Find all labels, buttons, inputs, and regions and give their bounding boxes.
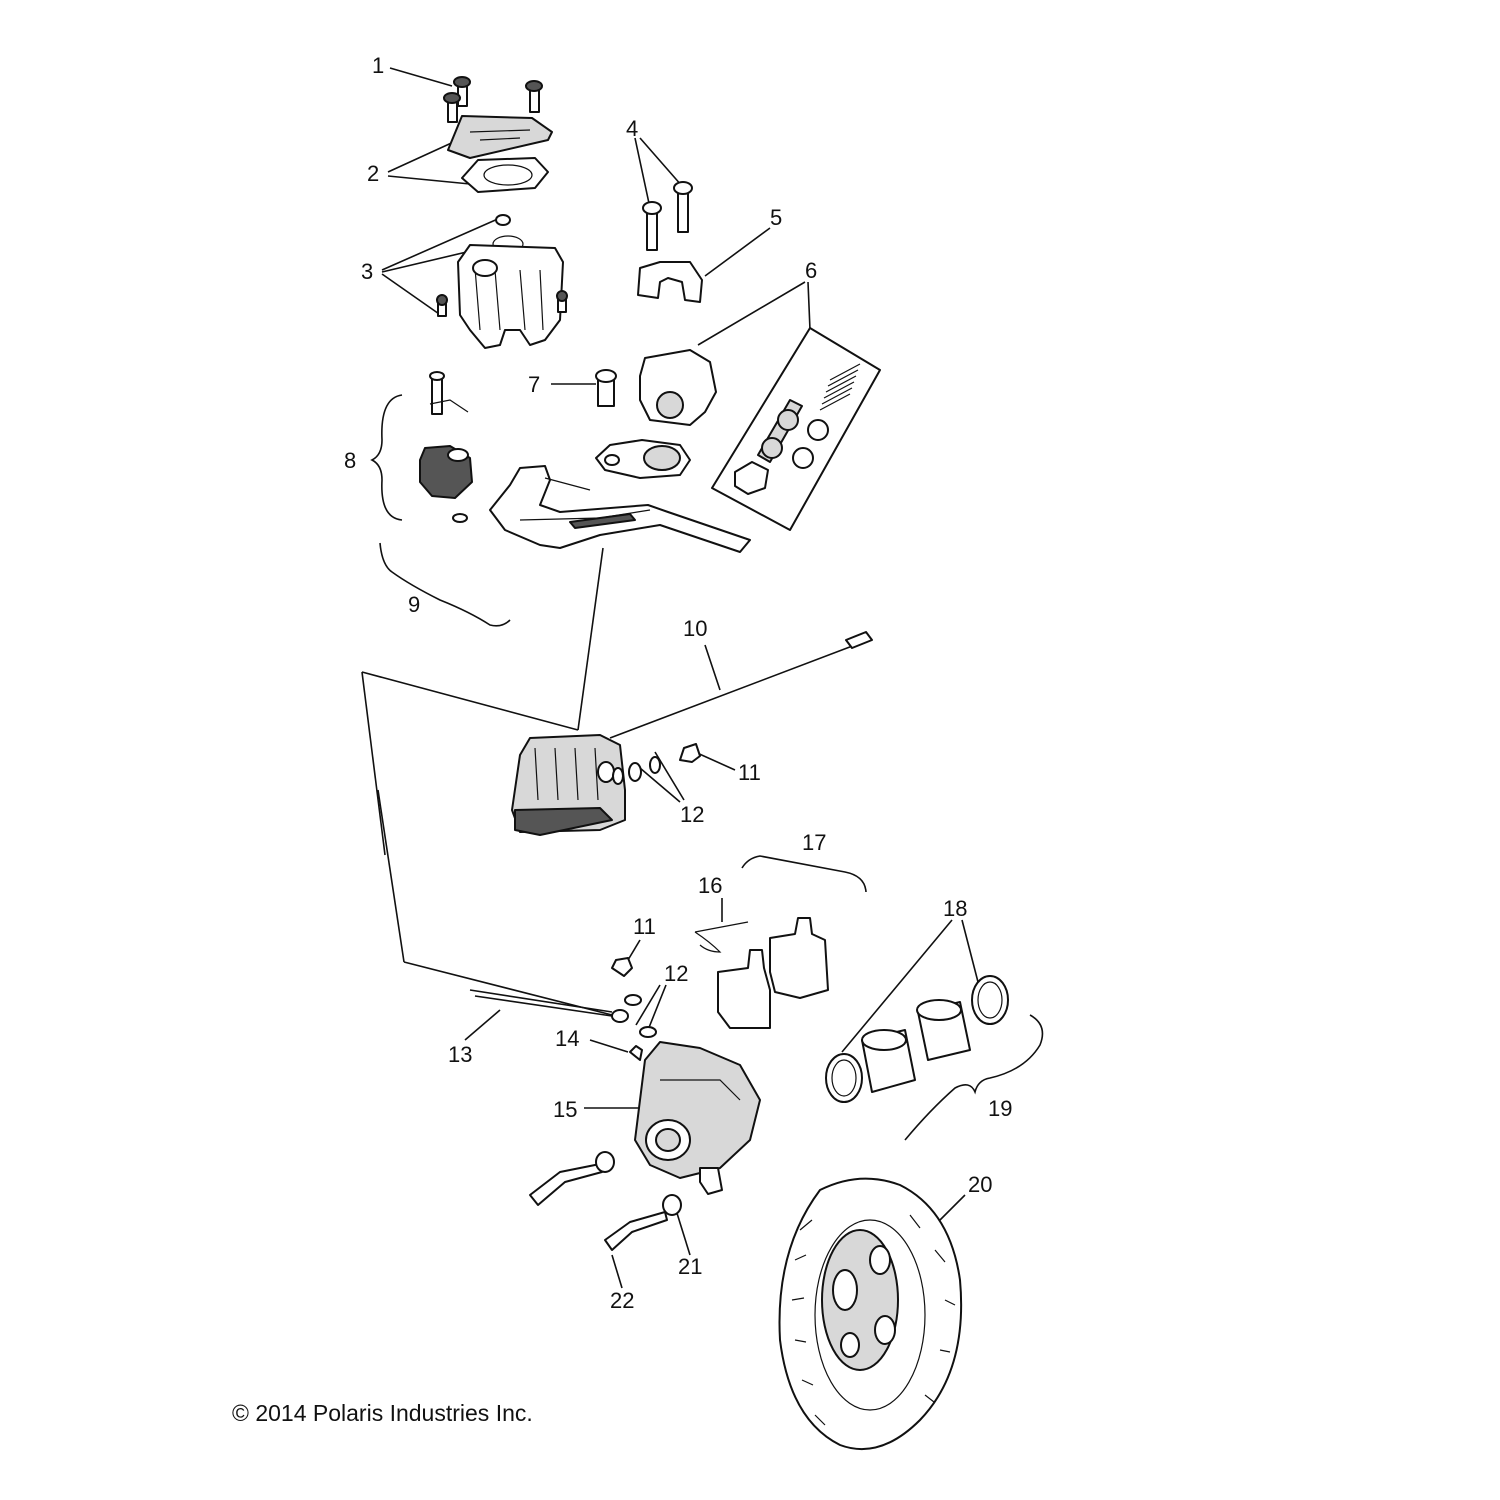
brake-hose-13 [469,989,629,1023]
pistons-seals-18-19 [825,975,1009,1103]
master-cylinder-body-3 [436,214,568,349]
callout-13: 13 [448,1042,472,1067]
pivot-pin-7 [595,369,617,407]
callout-7: 7 [528,372,540,397]
brake-disc-20 [778,1177,963,1451]
callout-5: 5 [770,205,782,230]
brake-switch-wire-10 [609,631,873,739]
brake-lever-9 [489,465,751,553]
callout-19: 19 [988,1096,1012,1121]
callout-labels: 1 2 3 4 5 6 7 8 9 10 11 12 11 12 13 14 1… [344,53,1012,1313]
callout-4: 4 [626,116,638,141]
callout-2: 2 [367,161,379,186]
callout-15: 15 [553,1097,577,1122]
handlebar-clamp-5 [637,261,703,303]
brake-pads-17 [717,917,829,1029]
banjo-bolt-washers-11-12 [612,743,701,785]
lever-housing-6 [595,349,717,479]
caliper-lower-hardware [611,957,657,1038]
mounting-bolts-21-22 [529,1151,682,1251]
seal-kit-box-6 [711,327,881,531]
pad-pin-16 [694,921,749,953]
callout-8: 8 [344,448,356,473]
callout-6: 6 [805,258,817,283]
clamp-screws-4 [642,181,693,251]
callout-18: 18 [943,896,967,921]
callout-10: 10 [683,616,707,641]
callout-12-lower: 12 [664,961,688,986]
callout-20: 20 [968,1172,992,1197]
callout-21: 21 [678,1254,702,1279]
callout-22: 22 [610,1288,634,1313]
copyright-notice: © 2014 Polaris Industries Inc. [232,1400,533,1426]
parking-lock-8 [419,371,473,523]
callout-17: 17 [802,830,826,855]
reservoir-cover-2 [447,115,553,193]
callout-16: 16 [698,873,722,898]
caliper-15 [629,1041,761,1195]
screws-1 [443,76,543,123]
callout-3: 3 [361,259,373,284]
callout-12: 12 [680,802,704,827]
callout-14: 14 [555,1026,579,1051]
callout-9: 9 [408,592,420,617]
callout-11: 11 [738,760,761,785]
callout-11-lower: 11 [633,914,656,939]
callout-1: 1 [372,53,384,78]
master-cylinder-assembly [511,734,626,836]
